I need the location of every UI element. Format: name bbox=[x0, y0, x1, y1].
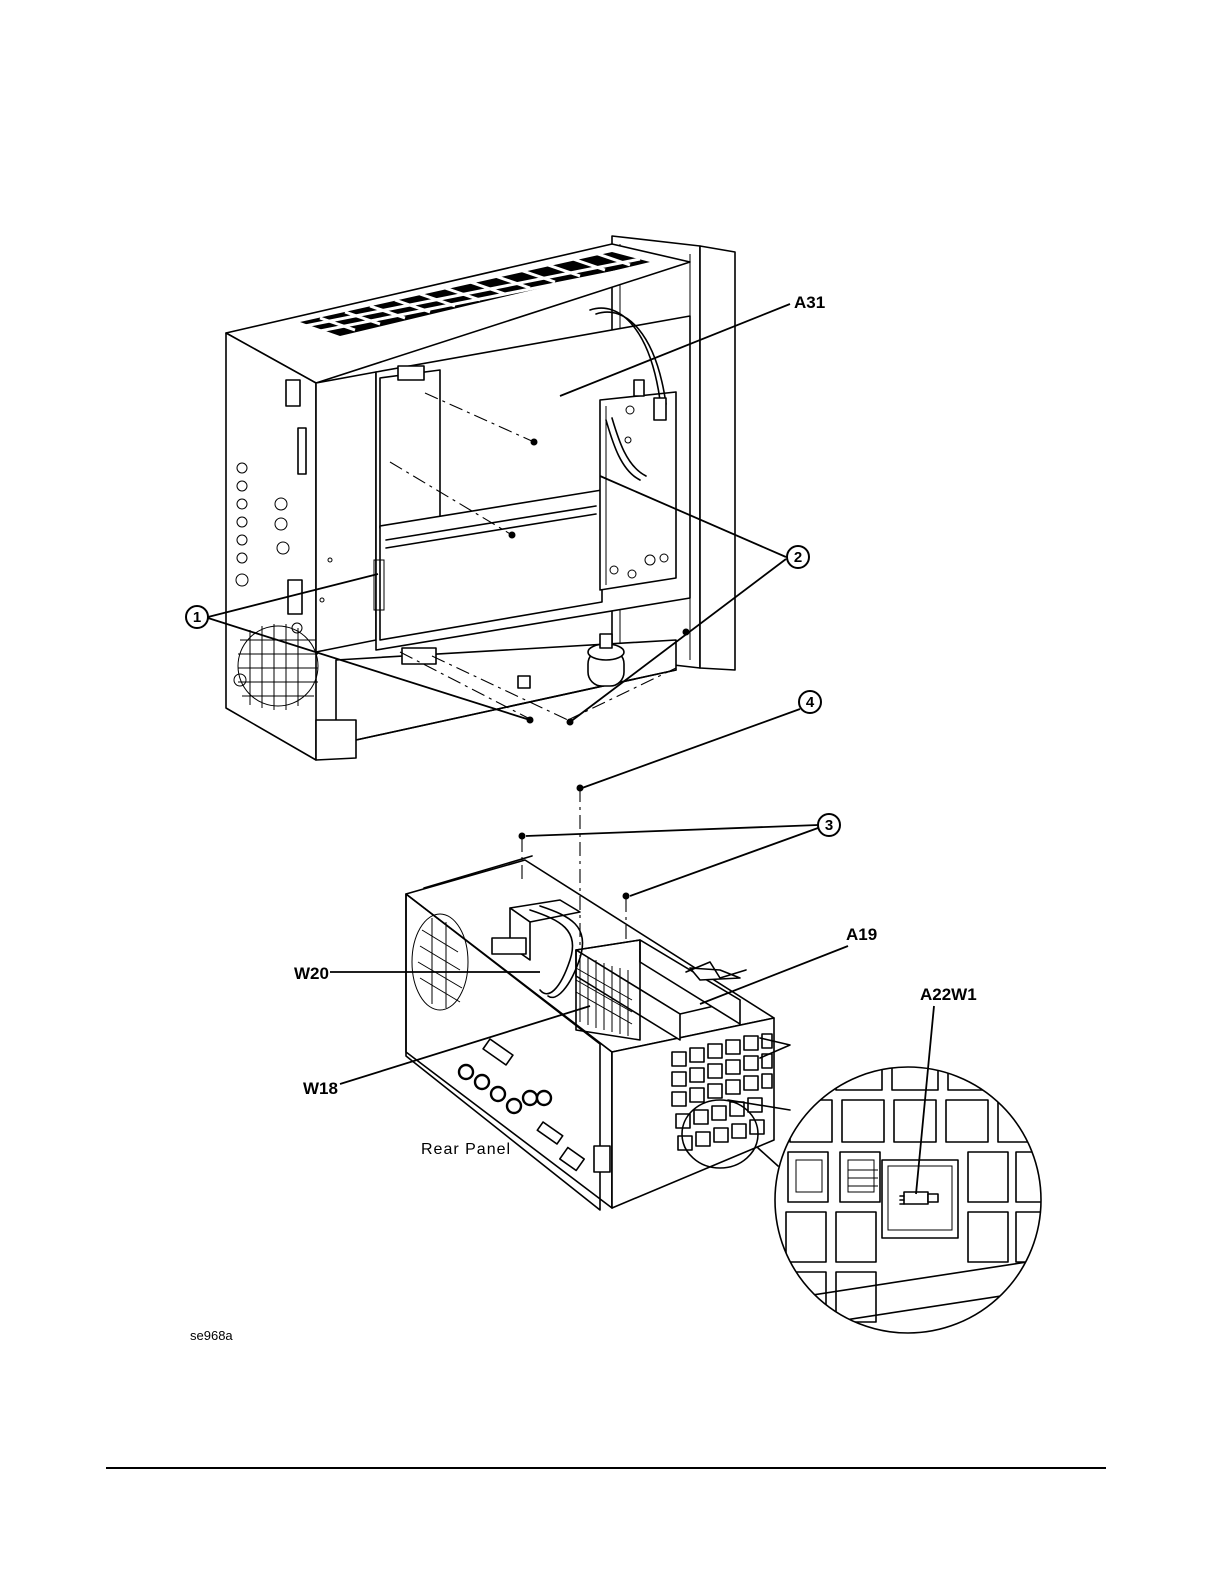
callout-1: 1 bbox=[186, 606, 208, 628]
upper-instrument-view bbox=[226, 236, 735, 760]
screw-left-3 bbox=[519, 833, 526, 840]
callout-4: 4 bbox=[799, 691, 821, 713]
svg-text:4: 4 bbox=[806, 694, 815, 711]
callout-2: 2 bbox=[787, 546, 809, 568]
label-rear-panel: Rear Panel bbox=[421, 1141, 511, 1158]
label-a19: A19 bbox=[846, 925, 877, 944]
screw-a31-top bbox=[531, 439, 538, 446]
screw-a31-mid bbox=[509, 532, 516, 539]
svg-text:3: 3 bbox=[825, 817, 833, 834]
figure-id: se968a bbox=[190, 1328, 233, 1343]
svg-text:2: 2 bbox=[794, 549, 802, 566]
callout-3: 3 bbox=[818, 814, 840, 836]
label-w18: W18 bbox=[303, 1079, 338, 1098]
screw-right-3 bbox=[623, 893, 630, 900]
svg-text:1: 1 bbox=[193, 609, 201, 626]
label-w20: W20 bbox=[294, 964, 329, 983]
footer-rule bbox=[106, 1467, 1106, 1469]
label-a31: A31 bbox=[794, 293, 825, 312]
a22w1-detail-view bbox=[775, 1060, 1056, 1333]
label-a22w1: A22W1 bbox=[920, 985, 977, 1004]
